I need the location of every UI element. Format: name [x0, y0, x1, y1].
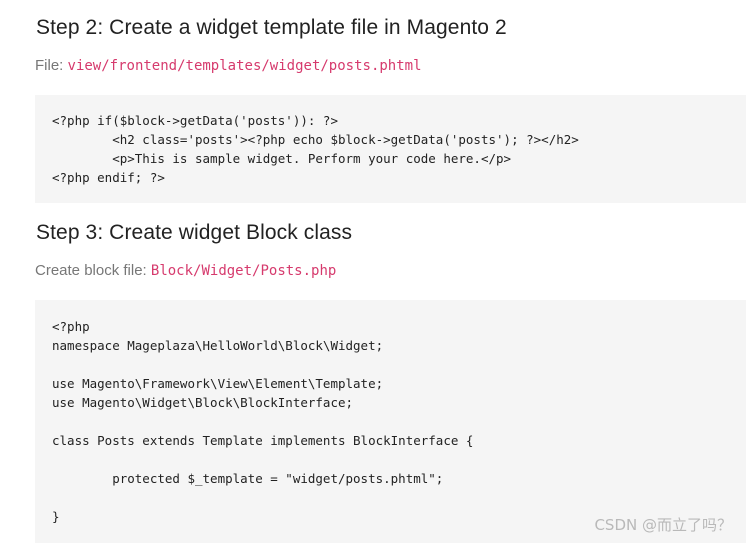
step2-file-line: File: view/frontend/templates/widget/pos… — [35, 57, 422, 74]
step3-code-block[interactable]: <?php namespace Mageplaza\HelloWorld\Blo… — [35, 300, 746, 543]
step3-file-line: Create block file: Block/Widget/Posts.ph… — [35, 262, 336, 279]
step2-code[interactable]: <?php if($block->getData('posts')): ?> <… — [52, 113, 579, 185]
step2-heading: Step 2: Create a widget template file in… — [36, 16, 507, 39]
step2-code-block[interactable]: <?php if($block->getData('posts')): ?> <… — [35, 95, 746, 203]
step3-file-label: Create block file: — [35, 262, 151, 279]
step3-file-path: Block/Widget/Posts.php — [150, 263, 337, 279]
csdn-watermark: CSDN @而立了吗？ — [594, 516, 732, 534]
step2-file-label: File: — [35, 57, 68, 74]
step2-file-path: view/frontend/templates/widget/posts.pht… — [67, 58, 422, 74]
step3-code[interactable]: <?php namespace Mageplaza\HelloWorld\Blo… — [52, 319, 474, 524]
step3-heading: Step 3: Create widget Block class — [36, 221, 353, 244]
